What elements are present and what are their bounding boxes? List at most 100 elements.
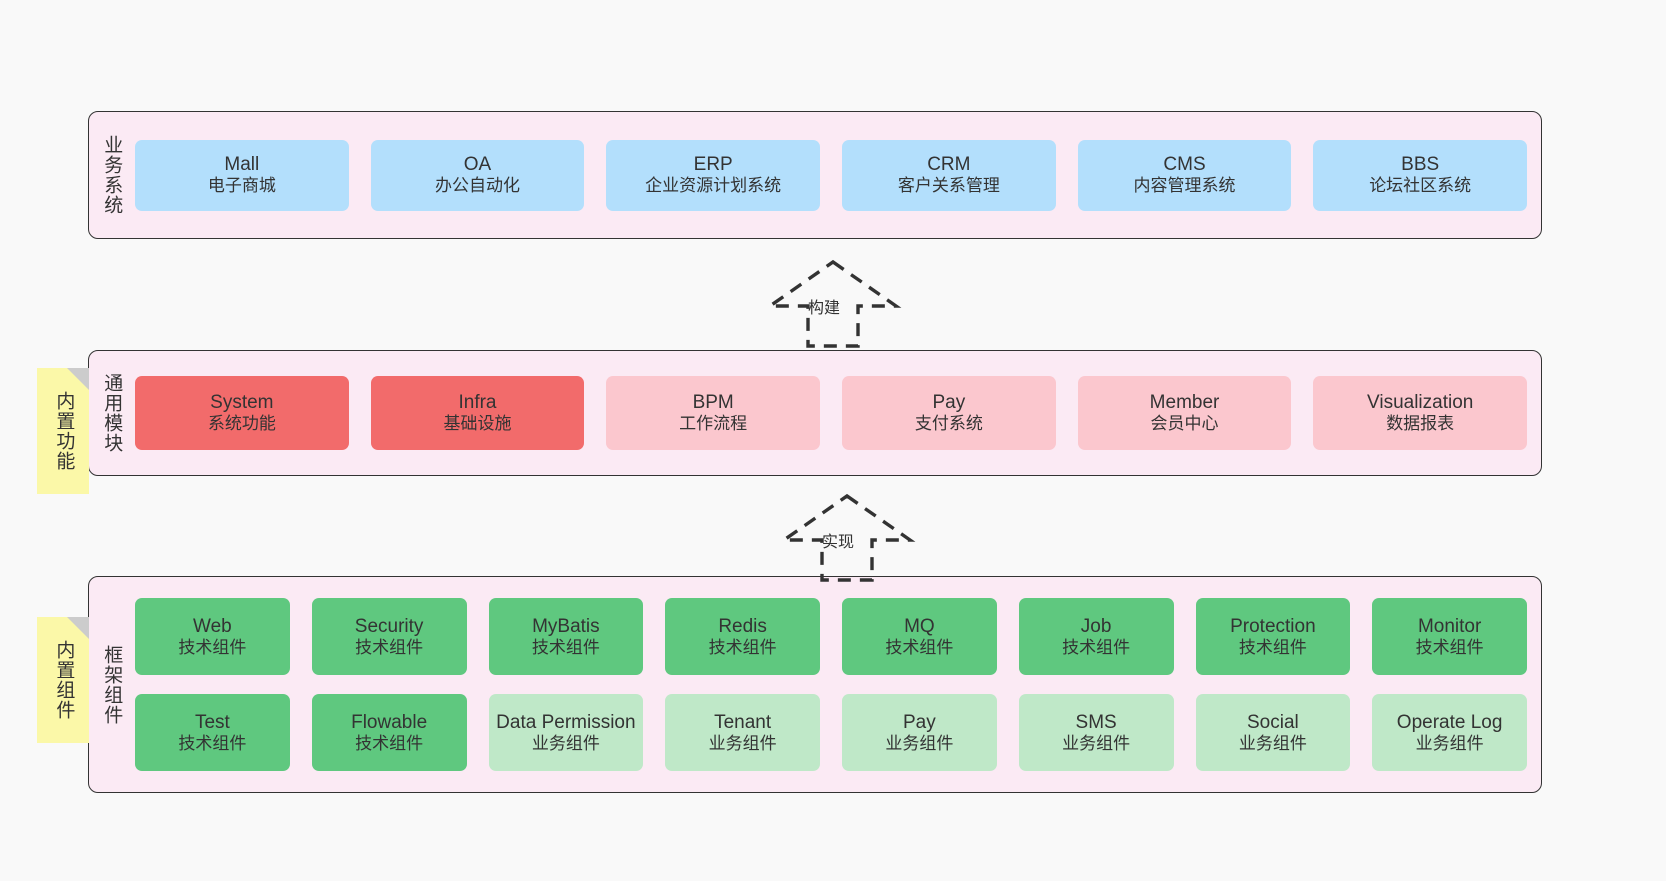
module-card-name: Infra <box>458 392 497 414</box>
module-card-name: Monitor <box>1417 615 1482 637</box>
layer-common-title: 通用模块 <box>101 373 123 453</box>
module-card-subtitle: 办公自动化 <box>435 176 520 196</box>
module-card-subtitle: 系统功能 <box>207 414 276 434</box>
module-card-name: SMS <box>1075 711 1117 733</box>
module-card-name: Operate Log <box>1396 711 1503 733</box>
module-card-subtitle: 论坛社区系统 <box>1369 176 1472 196</box>
module-card-subtitle: 技术组件 <box>1062 637 1131 657</box>
module-card-name: ERP <box>693 154 733 176</box>
layer-framework-title: 框架组件 <box>101 644 123 725</box>
module-card-subtitle: 业务组件 <box>885 733 954 753</box>
module-card-name: CMS <box>1163 154 1206 176</box>
module-card-name: CRM <box>927 154 971 176</box>
module-card-name: OA <box>463 154 492 176</box>
implement-arrow: 实现 <box>762 490 932 586</box>
module-card-subtitle: 技术组件 <box>178 637 247 657</box>
note-built-in-component-label: 内置组件 <box>53 640 75 720</box>
module-card-name: BBS <box>1401 154 1440 176</box>
module-card-name: Mall <box>224 154 260 176</box>
note-fold-icon <box>67 368 89 390</box>
module-card-subtitle: 技术组件 <box>178 733 247 753</box>
note-built-in-component: 内置组件 <box>37 617 89 743</box>
module-card-name: Member <box>1149 392 1220 414</box>
module-card-name: MQ <box>904 615 935 637</box>
module-card-subtitle: 数据报表 <box>1386 414 1455 434</box>
note-built-in-function: 内置功能 <box>37 368 89 494</box>
module-card-subtitle: 业务组件 <box>1062 733 1131 753</box>
build-arrow: 构建 <box>748 256 918 352</box>
module-card-subtitle: 支付系统 <box>914 414 983 434</box>
module-card-name: Protection <box>1230 615 1316 637</box>
module-card-subtitle: 业务组件 <box>1415 733 1484 753</box>
module-card-name: MyBatis <box>532 615 600 637</box>
module-card-subtitle: 技术组件 <box>885 637 954 657</box>
module-card-name: Flowable <box>351 711 428 733</box>
module-card-name: Visualization <box>1367 392 1474 414</box>
build-arrow-label: 构建 <box>808 300 841 317</box>
module-card-subtitle: 会员中心 <box>1150 414 1219 434</box>
module-card-name: Data Permission <box>496 711 636 733</box>
module-card-subtitle: 业务组件 <box>1238 733 1307 753</box>
module-card-subtitle: 内容管理系统 <box>1133 176 1236 196</box>
module-card-subtitle: 技术组件 <box>531 637 600 657</box>
module-card-subtitle: 技术组件 <box>1238 637 1307 657</box>
module-card-name: Security <box>354 615 424 637</box>
build-arrow-glyph <box>764 259 902 348</box>
implement-arrow-label: 实现 <box>822 534 855 551</box>
module-card-subtitle: 企业资源计划系统 <box>645 176 782 196</box>
module-card-name: Tenant <box>714 711 772 733</box>
module-card-name: System <box>210 392 274 414</box>
note-fold-icon <box>67 617 89 639</box>
module-card-name: BPM <box>692 392 734 414</box>
module-card-name: Pay <box>932 392 966 414</box>
module-card-subtitle: 技术组件 <box>355 733 424 753</box>
implement-arrow-glyph <box>778 493 916 582</box>
module-card-subtitle: 工作流程 <box>679 414 748 434</box>
module-card-subtitle: 电子商城 <box>207 176 276 196</box>
layer-business-title: 业务系统 <box>101 135 123 215</box>
module-card-name: Social <box>1247 711 1299 733</box>
module-card-subtitle: 技术组件 <box>708 637 777 657</box>
module-card-name: Pay <box>903 711 936 733</box>
module-card-name: Job <box>1080 615 1112 637</box>
module-card-subtitle: 基础设施 <box>443 414 512 434</box>
module-card-name: Test <box>194 711 230 733</box>
module-card-name: Redis <box>718 615 767 637</box>
module-card-subtitle: 业务组件 <box>531 733 600 753</box>
